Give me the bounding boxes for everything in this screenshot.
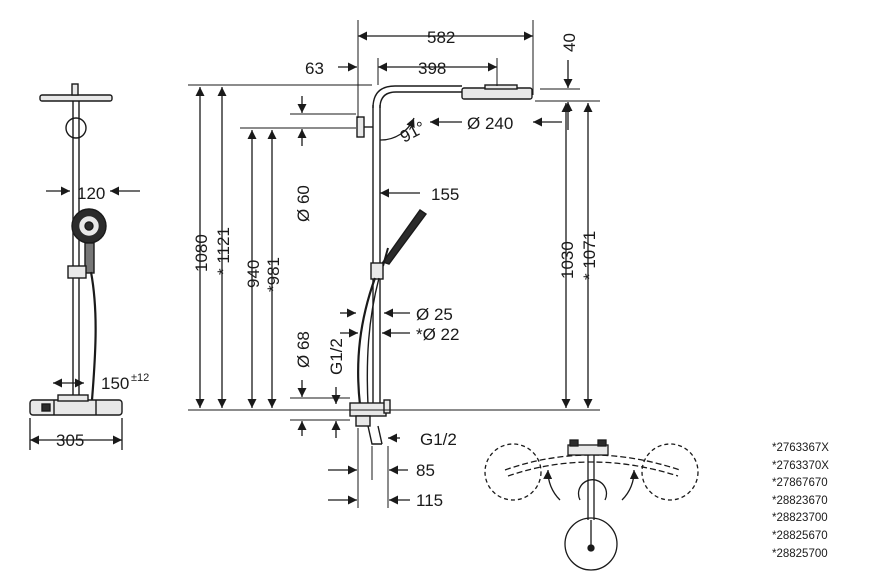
dim-1030: 1030	[558, 241, 577, 279]
side-wall-bracket	[356, 116, 365, 138]
front-dimensions	[29, 186, 140, 450]
article-number: *28825670	[772, 529, 828, 542]
dim-thread-left: G1/2	[327, 338, 346, 375]
side-extension-lines	[188, 20, 600, 508]
rotation-detail	[484, 439, 699, 571]
dim-dia-25: Ø 25	[416, 305, 453, 324]
front-overhead-shower	[39, 94, 113, 102]
dim-150: 150	[101, 374, 129, 393]
dim-dia-60: Ø 60	[294, 185, 313, 222]
article-number: *28823700	[772, 512, 828, 525]
article-number-list: *2763367X *2763370X *27867670 *28823670 …	[772, 440, 868, 563]
dim-85: 85	[416, 461, 435, 480]
dim-155: 155	[431, 185, 459, 204]
front-view	[29, 83, 123, 416]
dim-thread-bottom: G1/2	[420, 430, 457, 449]
dim-dia-68: Ø 68	[294, 331, 313, 368]
dim-1121: * 1121	[214, 227, 233, 275]
dim-angle-91: 91°	[397, 118, 429, 147]
front-slider	[67, 265, 87, 279]
dim-981: *981	[264, 257, 283, 292]
dim-1071: * 1071	[580, 231, 599, 280]
dim-150-tolerance: ±12	[131, 372, 149, 384]
dim-582: 582	[427, 28, 455, 47]
side-view	[349, 84, 533, 445]
rotation-wall-disc	[564, 517, 618, 571]
dim-dia-240: Ø 240	[467, 114, 513, 133]
dim-305: 305	[56, 431, 84, 450]
dim-dia-22: *Ø 22	[416, 325, 459, 344]
dim-40: 40	[560, 33, 579, 52]
dim-940: 940	[244, 260, 263, 288]
side-dimensions	[195, 31, 593, 505]
article-number: *28823670	[772, 494, 828, 507]
article-number: *28825700	[772, 547, 828, 560]
front-overhead-top	[71, 83, 79, 96]
article-number: *2763367X	[772, 442, 829, 454]
dim-63: 63	[305, 59, 324, 78]
dim-398: 398	[418, 59, 446, 78]
dim-1080: 1080	[192, 234, 211, 272]
front-wall-bracket	[65, 117, 87, 139]
article-number: *2763370X	[772, 459, 829, 472]
article-number: *27867670	[772, 477, 828, 490]
dim-120: 120	[77, 184, 105, 203]
dim-115: 115	[416, 491, 443, 510]
side-slider	[370, 262, 384, 280]
side-hand-shower	[381, 209, 428, 265]
